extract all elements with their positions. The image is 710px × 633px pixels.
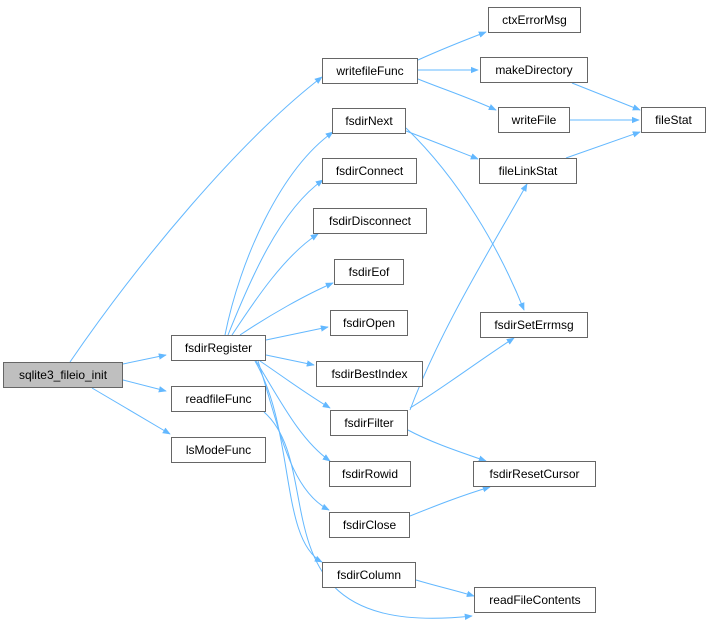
edge-sqlite3_fileio_init-to-lsModeFunc	[91, 387, 171, 435]
edge-fsdirRegister-to-fsdirColumn	[254, 360, 323, 563]
node-fsdircolumn[interactable]: fsdirColumn	[322, 562, 416, 588]
node-fsdirrowid[interactable]: fsdirRowid	[329, 461, 411, 487]
edge-fsdirNext-to-fsdirSetErrmsg	[405, 127, 525, 311]
node-lsmodefunc[interactable]: lsModeFunc	[171, 437, 266, 463]
call-edges	[69, 31, 641, 620]
edge-writefileFunc-to-writeFile	[417, 78, 497, 111]
edge-sqlite3_fileio_init-to-writefileFunc	[69, 76, 323, 363]
node-fsdirclose[interactable]: fsdirClose	[329, 512, 410, 538]
node-fsdirbestindex[interactable]: fsdirBestIndex	[316, 361, 423, 387]
edge-makeDirectory-to-fileStat	[571, 82, 641, 111]
node-fsdireof[interactable]: fsdirEof	[334, 259, 404, 285]
node-fsdirdisconnect[interactable]: fsdirDisconnect	[313, 208, 427, 234]
edge-fsdirFilter-to-fsdirSetErrmsg	[409, 337, 515, 409]
node-fsdirregister[interactable]: fsdirRegister	[171, 335, 266, 361]
edge-fsdirRegister-to-fsdirNext	[224, 131, 334, 336]
node-writefile[interactable]: writeFile	[498, 107, 570, 133]
node-fsdirfilter[interactable]: fsdirFilter	[330, 410, 408, 436]
node-fsdirresetcursor[interactable]: fsdirResetCursor	[473, 461, 596, 487]
node-readfilefunc[interactable]: readfileFunc	[171, 386, 266, 412]
node-writefilefunc[interactable]: writefileFunc	[322, 58, 418, 84]
edge-fsdirColumn-to-readFileContents	[415, 579, 475, 597]
edge-writefileFunc-to-ctxErrorMsg	[417, 31, 487, 61]
edge-fileLinkStat-to-fileStat	[565, 131, 641, 159]
edge-fsdirRegister-to-fsdirEof	[239, 282, 334, 336]
edge-fsdirClose-to-fsdirResetCursor	[409, 486, 491, 517]
edge-fsdirRegister-to-fsdirBestIndex	[265, 354, 315, 367]
edge-fsdirRegister-to-fsdirRowid	[255, 360, 331, 462]
edge-sqlite3_fileio_init-to-readfileFunc	[122, 379, 167, 393]
node-filestat[interactable]: fileStat	[641, 107, 706, 133]
node-fsdirconnect[interactable]: fsdirConnect	[322, 158, 417, 184]
node-ctxerrormsg[interactable]: ctxErrorMsg	[488, 7, 581, 33]
node-filelinkstat[interactable]: fileLinkStat	[479, 158, 577, 184]
edge-fsdirRegister-to-fsdirDisconnect	[231, 233, 319, 336]
edge-fsdirFilter-to-fileLinkStat	[409, 183, 528, 411]
edge-fsdirRegister-to-fsdirClose	[257, 360, 330, 511]
edge-fsdirNext-to-fileLinkStat	[405, 130, 479, 160]
edge-fsdirFilter-to-fsdirResetCursor	[407, 429, 487, 462]
node-readfilecontents[interactable]: readFileContents	[474, 587, 596, 613]
edge-readfileFunc-to-readFileContents	[263, 411, 473, 620]
edge-fsdirRegister-to-fsdirConnect	[227, 179, 324, 336]
node-sqlite3-fileio-init: sqlite3_fileio_init	[3, 362, 123, 388]
node-makedirectory[interactable]: makeDirectory	[480, 57, 588, 83]
node-fsdirnext[interactable]: fsdirNext	[332, 108, 406, 134]
edge-fsdirRegister-to-fsdirOpen	[265, 325, 329, 341]
edge-fsdirRegister-to-fsdirFilter	[259, 360, 331, 409]
node-fsdirseterrmsg[interactable]: fsdirSetErrmsg	[480, 312, 588, 338]
node-fsdiropen[interactable]: fsdirOpen	[330, 310, 408, 336]
edge-sqlite3_fileio_init-to-fsdirRegister	[122, 353, 167, 365]
